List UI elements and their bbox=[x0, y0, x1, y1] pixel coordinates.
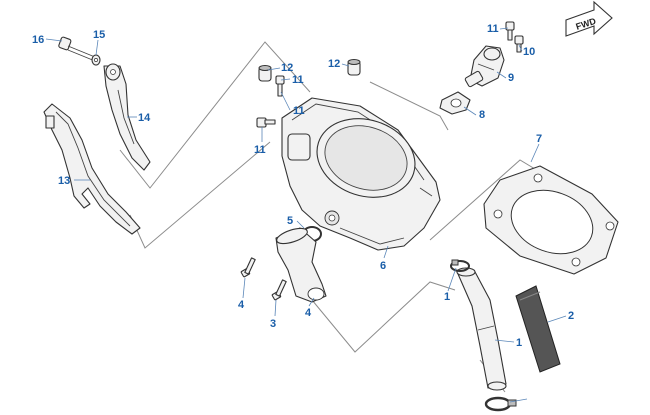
callout-12a: 12 bbox=[281, 62, 293, 74]
callout-11a: 11 bbox=[292, 74, 304, 86]
part-tensioner-10 bbox=[464, 45, 505, 88]
part-cylinder-block-7 bbox=[281, 97, 441, 251]
callout-15: 15 bbox=[93, 29, 105, 41]
part-bolt-4b bbox=[271, 279, 287, 301]
callout-10: 9 bbox=[508, 72, 514, 84]
arrow-icon bbox=[565, 0, 613, 37]
callout-5: 4 bbox=[305, 307, 312, 319]
fwd-direction-badge: FWD bbox=[565, 0, 613, 37]
callout-4a: 4 bbox=[238, 299, 245, 311]
part-dowel-pin-12a bbox=[258, 65, 272, 82]
part-intake-hose-2 bbox=[456, 267, 507, 391]
part-washer-15 bbox=[91, 54, 101, 66]
callout-labels: 16 15 14 13 12 12 11 11 11 11 9 8 7 6 5 … bbox=[32, 23, 574, 349]
part-hose-clamp-1a bbox=[450, 259, 470, 272]
callout-8: 7 bbox=[536, 133, 542, 145]
part-bolt-11d bbox=[514, 35, 524, 53]
callout-13: 13 bbox=[58, 175, 70, 187]
part-tensioner-gasket-9 bbox=[439, 91, 471, 115]
part-bolt-11c bbox=[505, 21, 515, 41]
callout-2: 1 bbox=[516, 337, 522, 349]
part-hose-clamp-1b bbox=[484, 396, 517, 412]
callout-9: 8 bbox=[479, 109, 485, 121]
callout-3: 2 bbox=[568, 310, 574, 322]
part-cylinder-gasket-8 bbox=[483, 165, 619, 275]
part-bolt-11b bbox=[256, 117, 276, 128]
part-dowel-pin-12b bbox=[347, 59, 361, 76]
callout-14: 14 bbox=[138, 112, 151, 124]
part-bolt-16 bbox=[58, 36, 96, 62]
callout-1a: 1 bbox=[444, 291, 450, 303]
part-intake-manifold-5 bbox=[275, 227, 327, 303]
callout-11b: 11 bbox=[293, 105, 305, 117]
callout-6: 5 bbox=[287, 215, 293, 227]
part-chain-guide-13 bbox=[43, 103, 141, 235]
part-bolt-4a bbox=[240, 257, 256, 278]
part-chain-tensioner-guide-14 bbox=[103, 63, 151, 171]
callout-leader-lines bbox=[45, 27, 567, 403]
callout-11e: 10 bbox=[523, 46, 535, 58]
part-bolt-11a bbox=[275, 75, 285, 97]
callout-12b: 12 bbox=[328, 58, 340, 70]
callout-4b: 3 bbox=[270, 318, 276, 330]
callout-16: 16 bbox=[32, 34, 44, 46]
callout-11c: 11 bbox=[254, 144, 266, 156]
part-ribbed-sleeve-3 bbox=[515, 285, 561, 373]
callout-7: 6 bbox=[380, 260, 386, 272]
callout-11d: 11 bbox=[487, 23, 499, 35]
